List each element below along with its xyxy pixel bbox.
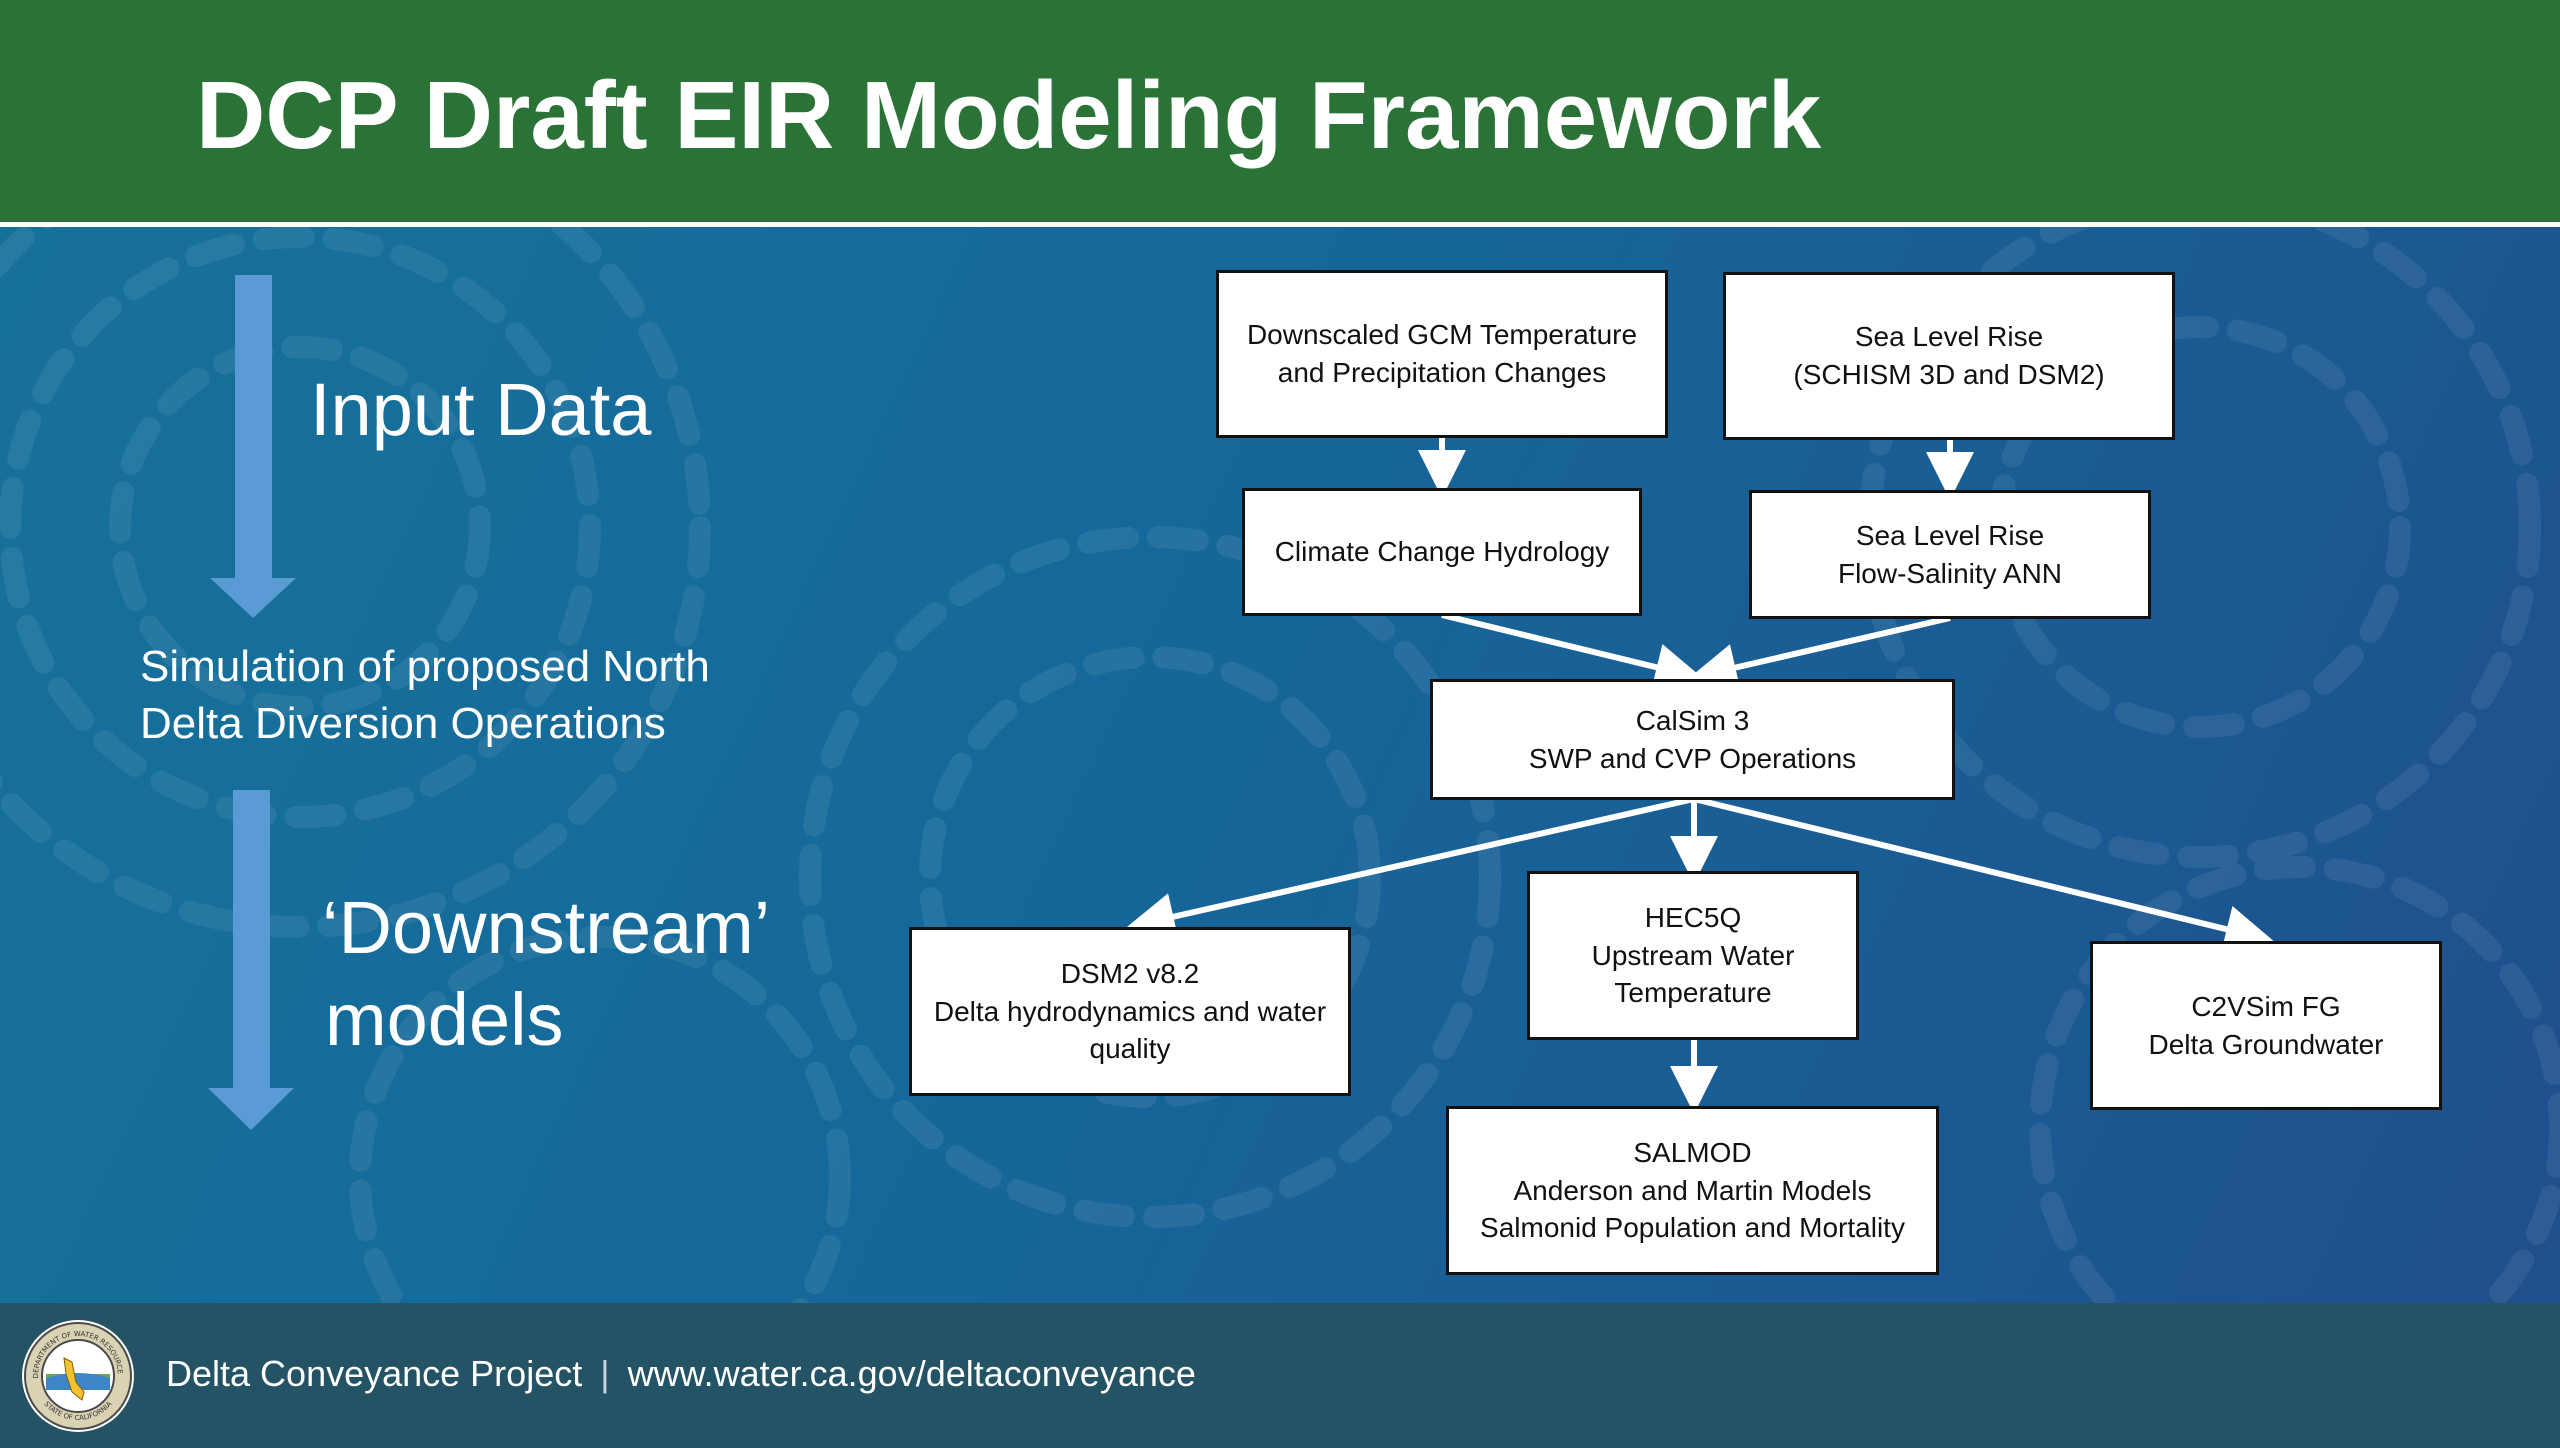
node-slr-line1: Sea Level Rise	[1854, 321, 2044, 353]
node-calsim-line1: CalSim 3	[1635, 704, 1750, 736]
node-salmod-line2: Anderson and Martin Models	[1513, 1174, 1872, 1206]
node-ann: Sea Level Rise Flow-Salinity ANN	[1749, 490, 2151, 619]
node-c2vsim: C2VSim FG Delta Groundwater	[2090, 941, 2442, 1110]
node-salmod-line1: SALMOD	[1633, 1136, 1752, 1168]
arrow-calsim-to-c2vsim	[1693, 796, 2274, 953]
node-hec5q-line2: Upstream Water	[1591, 939, 1795, 971]
node-calsim-line2: SWP and CVP Operations	[1528, 742, 1857, 774]
node-c2vsim-line2: Delta Groundwater	[2148, 1028, 2384, 1060]
footer-url-link[interactable]: www.water.ca.gov/deltaconveyance	[627, 1353, 1196, 1394]
node-dsm2-line1: DSM2 v8.2	[1060, 957, 1200, 989]
node-hec5q-line3: Temperature	[1614, 977, 1772, 1009]
node-salmod-line3: Salmonid Population and Mortality	[1480, 1212, 1905, 1244]
node-salmod: SALMOD Anderson and Martin Models Salmon…	[1446, 1106, 1939, 1275]
background-pattern	[0, 227, 2560, 1303]
node-ann-line2: Flow-Salinity ANN	[1837, 557, 2063, 589]
downstream-arrow	[208, 790, 294, 1130]
node-hec5q-line1: HEC5Q	[1644, 901, 1742, 933]
node-hec5q: HEC5Q Upstream Water Temperature	[1527, 871, 1859, 1040]
input-arrow	[210, 275, 296, 618]
node-ann-line1: Sea Level Rise	[1855, 519, 2045, 551]
downstream-label-line2: models	[325, 978, 564, 1061]
node-dsm2-line3: quality	[1089, 1033, 1171, 1065]
node-hydrology: Climate Change Hydrology	[1242, 488, 1642, 616]
arrow-calsim-to-dsm2	[1126, 796, 1695, 941]
arrow-hydrology-to-calsim	[1441, 612, 1704, 691]
node-slr-line2: (SCHISM 3D and DSM2)	[1793, 359, 2105, 390]
node-dsm2-line2: Delta hydrodynamics and water	[933, 995, 1327, 1027]
simulation-label-line1: Simulation of proposed North	[140, 642, 710, 691]
node-gcm: Downscaled GCM Temperature and Precipita…	[1216, 270, 1668, 438]
input-data-label: Input Data	[310, 368, 652, 451]
node-c2vsim-line1: C2VSim FG	[2191, 990, 2341, 1022]
footer-text: Delta Conveyance Project | www.water.ca.go…	[166, 1356, 1196, 1392]
header-divider	[0, 222, 2560, 227]
node-gcm-line1: Downscaled GCM Temperature	[1246, 319, 1638, 351]
footer-project-name: Delta Conveyance Project	[166, 1353, 583, 1394]
footer-separator: |	[600, 1353, 610, 1394]
node-hydrology-line1: Climate Change Hydrology	[1274, 536, 1610, 568]
arrow-ann-to-calsim	[1688, 615, 1951, 691]
header-bar	[0, 0, 2560, 222]
downstream-label-line1: ‘Downstream’	[322, 886, 771, 969]
node-calsim: CalSim 3 SWP and CVP Operations	[1430, 679, 1955, 800]
node-gcm-line2: and Precipitation Changes	[1277, 357, 1607, 388]
node-slr: Sea Level Rise (SCHISM 3D and DSM2)	[1723, 272, 2175, 440]
page-title: DCP Draft EIR Modeling Framework	[196, 62, 1822, 169]
node-dsm2: DSM2 v8.2 Delta hydrodynamics and water …	[909, 927, 1351, 1096]
footer-bar	[0, 1303, 2560, 1448]
simulation-label-line2: Delta Diversion Operations	[140, 699, 666, 748]
